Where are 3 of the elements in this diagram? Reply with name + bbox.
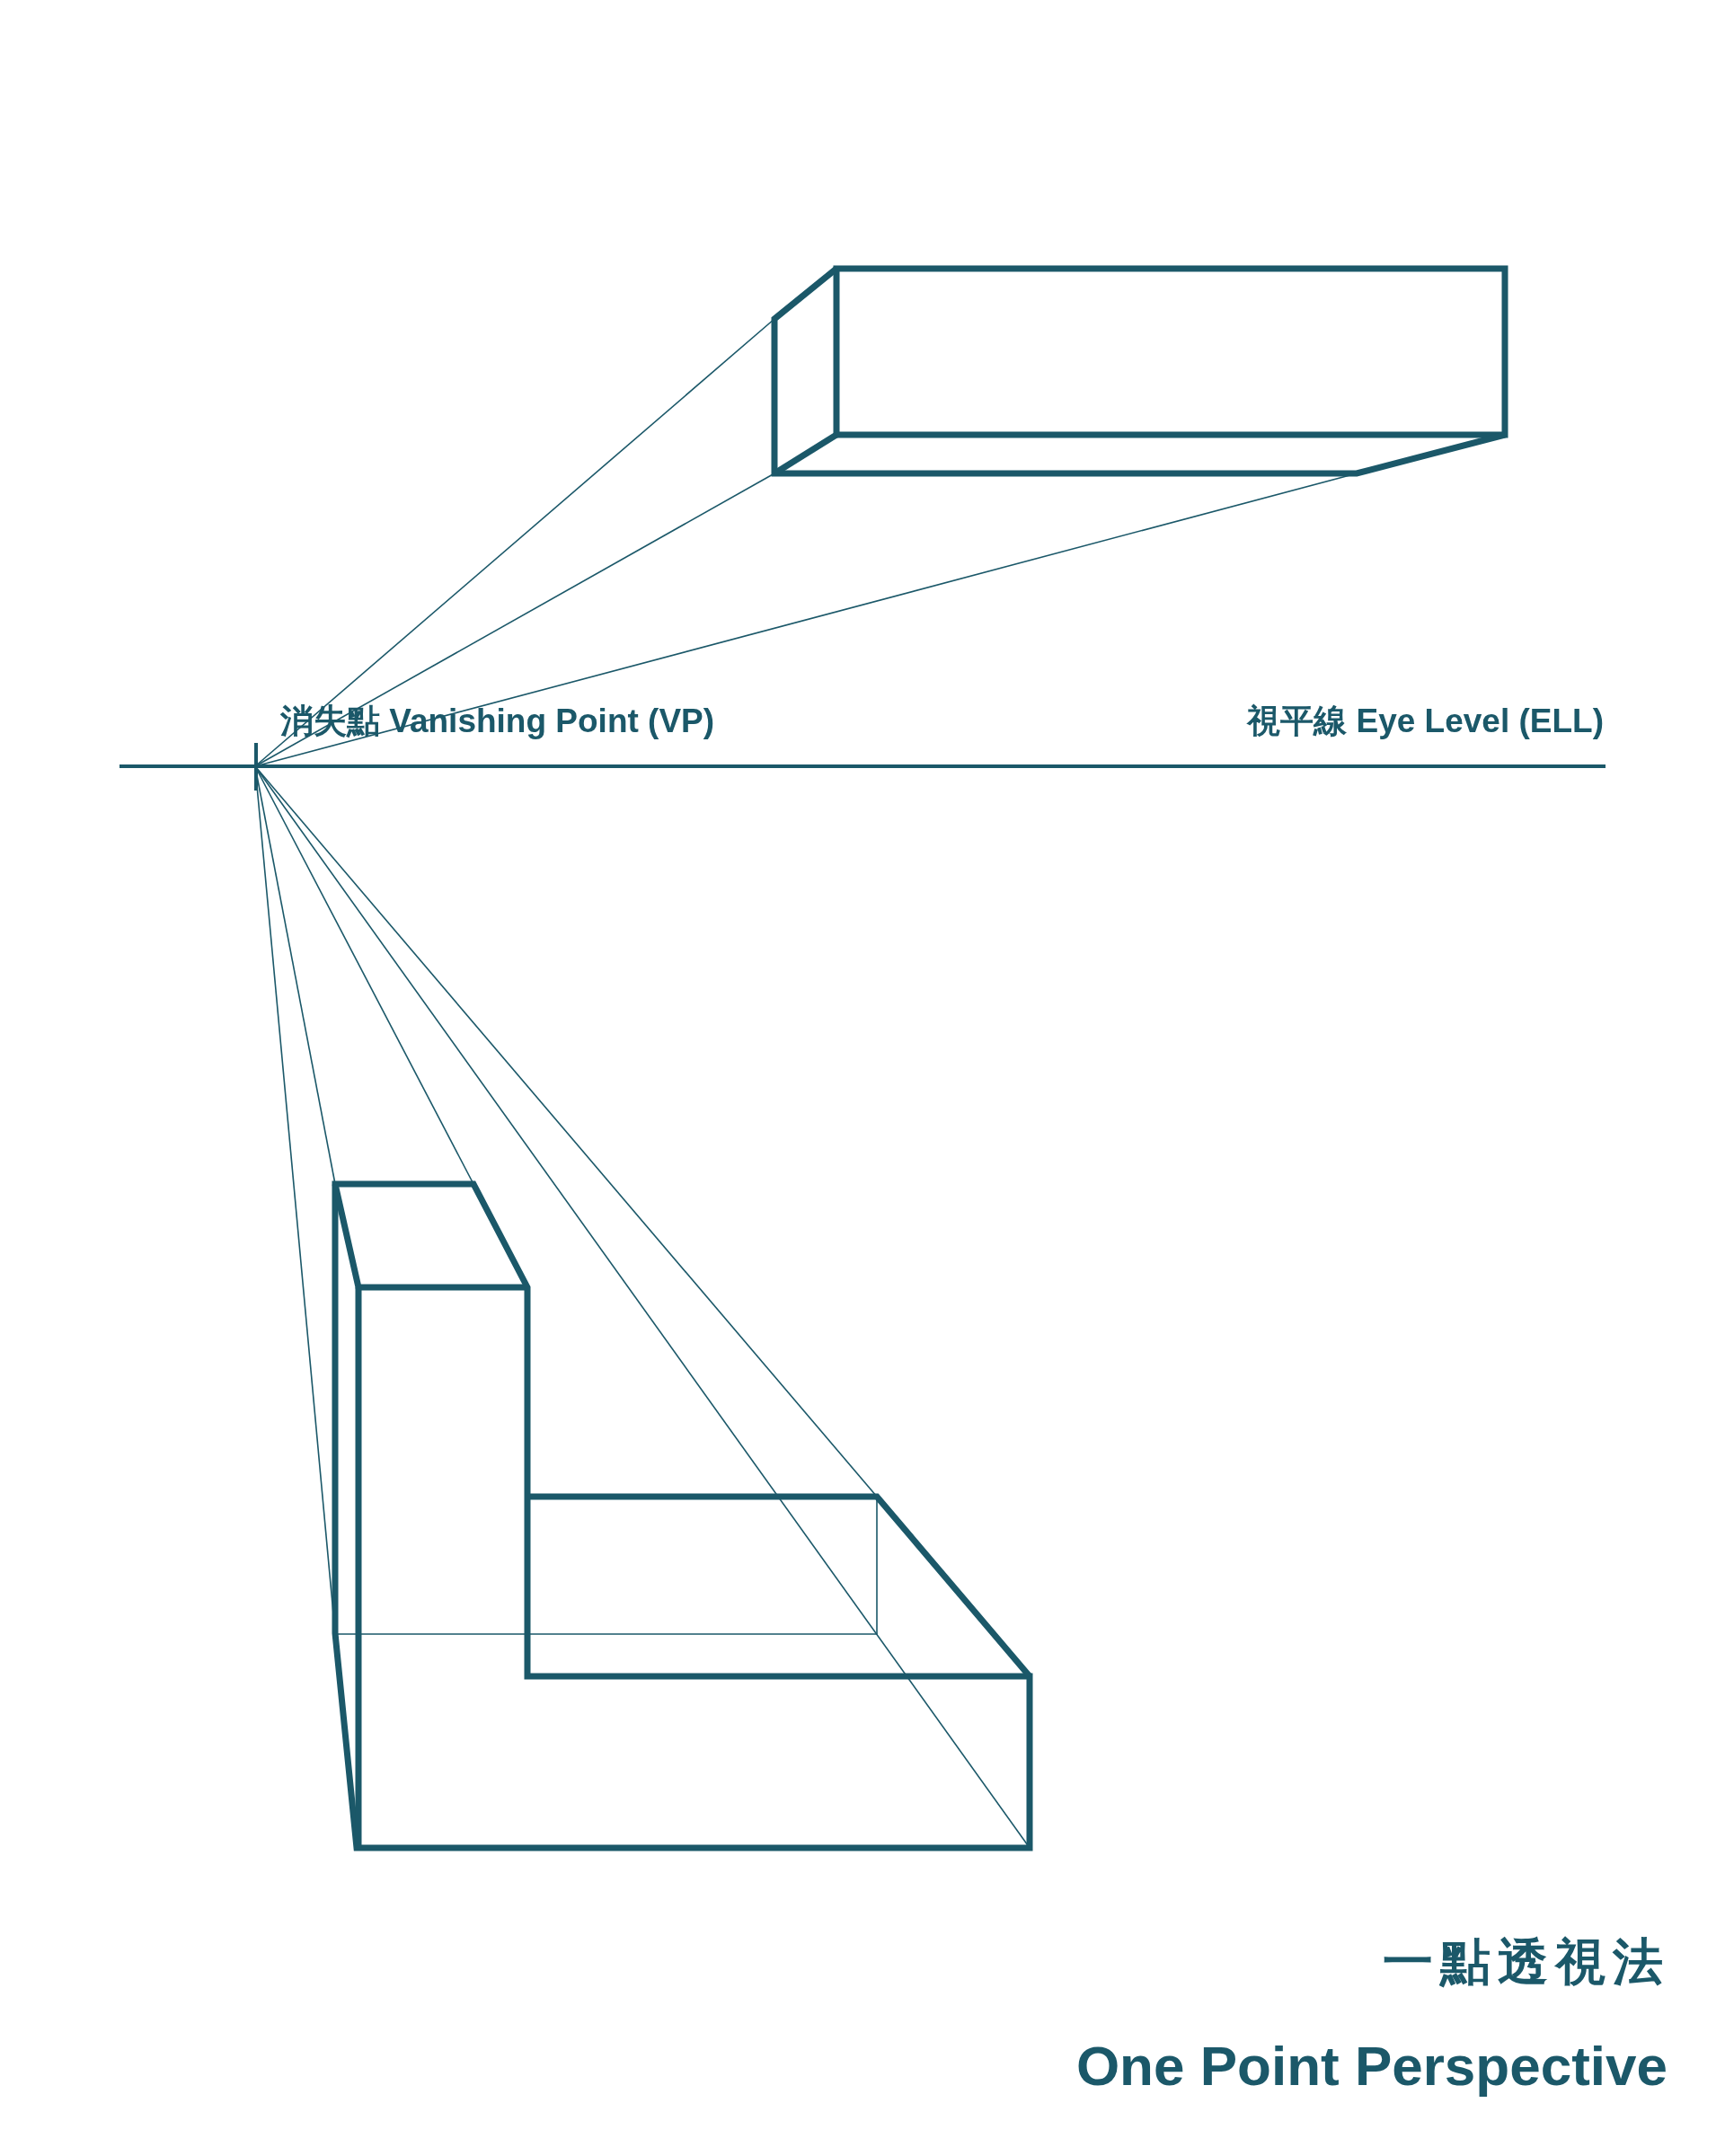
subtitle-text: One Point Perspective bbox=[1075, 2034, 1668, 2099]
title-text: 一點透視法 bbox=[1383, 1932, 1670, 1992]
eye-level-label: 視平線 Eye Level (ELL) bbox=[1247, 702, 1604, 741]
